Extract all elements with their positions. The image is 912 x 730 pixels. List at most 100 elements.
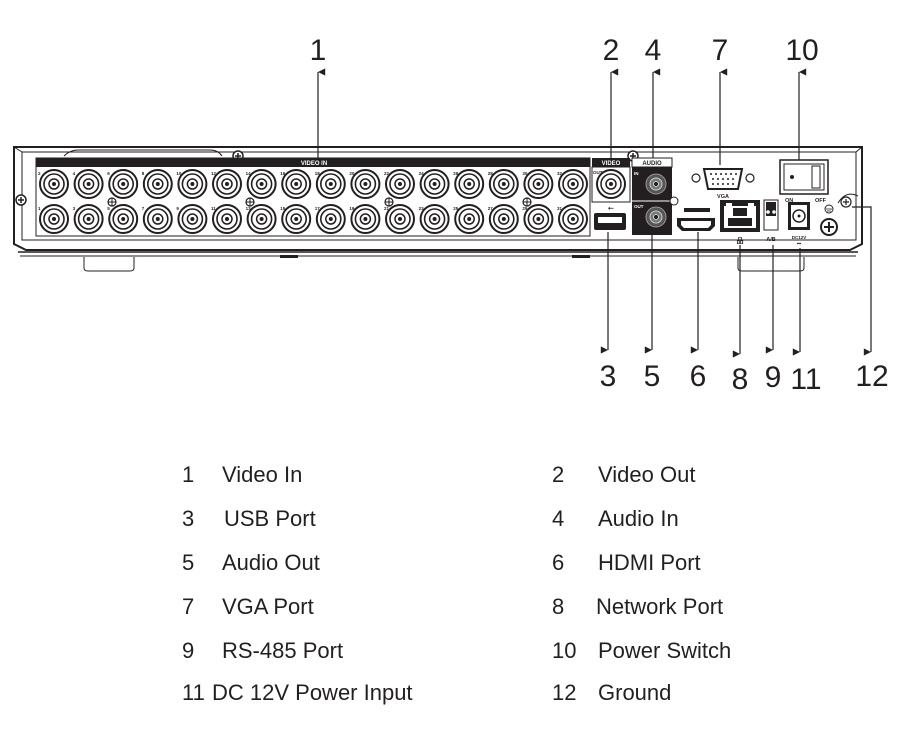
callout-5: 5	[644, 360, 661, 393]
bnc-video-input: 18	[315, 169, 346, 199]
bnc-video-input: 10	[176, 169, 208, 199]
svg-text:AUDIO: AUDIO	[642, 161, 662, 167]
bnc-video-input: 3	[73, 204, 104, 234]
bnc-channel-number: 22	[384, 171, 390, 176]
bnc-video-input: 26	[453, 169, 485, 199]
callout-8: 8	[732, 363, 749, 396]
svg-text:DC12V: DC12V	[792, 235, 807, 240]
callout-3: 3	[600, 360, 617, 393]
bnc-channel-number: 13	[246, 206, 252, 211]
bnc-channel-number: 3	[73, 206, 76, 211]
screw-icon	[522, 197, 532, 207]
bnc-video-input: 2	[38, 169, 69, 199]
svg-text:⎓: ⎓	[797, 241, 801, 247]
bnc-channel-number: 12	[211, 171, 217, 176]
screw-icon	[245, 197, 255, 207]
bnc-video-input: 22	[384, 169, 415, 199]
svg-text:OUT: OUT	[593, 170, 603, 175]
bnc-video-input: 16	[280, 169, 312, 199]
callout-11: 11	[790, 363, 821, 396]
bnc-video-input: 32	[557, 169, 588, 199]
bnc-video-input: 27	[488, 204, 519, 234]
callout-2: 2	[603, 34, 620, 67]
callout-6: 6	[690, 360, 707, 393]
bnc-video-input: 15	[280, 204, 312, 234]
bnc-channel-number: 29	[522, 206, 528, 211]
bnc-video-input: 5	[107, 204, 139, 234]
ground-icon	[824, 204, 834, 214]
bnc-video-input: 1	[38, 204, 69, 234]
screw-icon	[384, 197, 394, 207]
dc-power-input: DC12V ⎓	[788, 202, 810, 247]
bnc-video-input: 9	[176, 204, 208, 234]
video-in-label: VIDEO IN	[301, 161, 327, 167]
bnc-video-input: 20	[349, 169, 381, 199]
video-out-port: VIDEO OUT	[591, 158, 631, 203]
bnc-channel-number: 30	[522, 171, 528, 176]
bnc-channel-number: 2	[38, 171, 41, 176]
bnc-channel-number: 32	[557, 171, 563, 176]
ground-terminal	[820, 193, 859, 236]
bnc-channel-number: 5	[107, 206, 110, 211]
bnc-video-input: 8	[142, 169, 173, 199]
bnc-video-input: 4	[73, 169, 104, 199]
callout-1: 1	[310, 34, 327, 67]
svg-text:OUT: OUT	[634, 204, 644, 209]
bnc-video-input: 30	[522, 169, 554, 199]
audio-ports: AUDIO IN OUT	[631, 157, 679, 235]
bnc-channel-number: 4	[73, 171, 76, 176]
bnc-channel-number: 7	[142, 206, 145, 211]
bnc-video-input: 24	[419, 169, 450, 199]
bnc-channel-number: 31	[557, 206, 563, 211]
bnc-channel-number: 21	[384, 206, 390, 211]
bnc-video-input: 6	[107, 169, 139, 199]
bnc-video-input: 12	[211, 169, 242, 199]
bnc-video-input: 17	[315, 204, 346, 234]
usb-port: ⭠	[594, 205, 626, 230]
callout-4: 4	[645, 34, 662, 67]
bnc-video-input: 7	[142, 204, 173, 234]
svg-text:IN: IN	[634, 171, 639, 176]
network-port: 品	[720, 200, 760, 245]
bnc-channel-number: 17	[315, 206, 321, 211]
bnc-video-input: 13	[246, 204, 277, 234]
bnc-channel-number: 8	[142, 171, 145, 176]
bnc-channel-number: 1	[38, 206, 41, 211]
network-icon: 品	[737, 236, 744, 245]
svg-text:VIDEO: VIDEO	[602, 161, 621, 167]
bnc-video-input: 11	[211, 204, 242, 234]
screw-icon	[15, 194, 27, 206]
bnc-channel-number: 14	[246, 171, 252, 176]
bnc-video-input: 31	[557, 204, 588, 234]
hdmi-port	[677, 208, 715, 231]
bnc-video-input: 25	[453, 204, 485, 234]
rs485-port: A/B	[763, 199, 779, 243]
audio-out-jack	[645, 206, 667, 228]
bnc-channel-number: 15	[280, 206, 286, 211]
bnc-channel-number: 6	[107, 171, 110, 176]
callout-lines	[317, 68, 872, 358]
svg-text:ON: ON	[785, 198, 793, 204]
callout-numbers: 1 2 4 7 10 3 5 6 8 9 11 12	[310, 34, 889, 396]
bnc-video-input: 14	[246, 169, 277, 199]
bnc-channel-number: 26	[453, 171, 459, 176]
bnc-channel-number: 25	[453, 206, 459, 211]
bnc-channel-number: 18	[315, 171, 321, 176]
bnc-video-input: 28	[488, 169, 519, 199]
screw-icon	[107, 197, 117, 207]
audio-in-jack	[645, 173, 667, 195]
svg-text:VGA: VGA	[717, 194, 729, 200]
bnc-channel-number: 23	[419, 206, 425, 211]
callout-10: 10	[785, 34, 818, 67]
bnc-channel-number: 9	[176, 206, 179, 211]
svg-text:OFF: OFF	[815, 198, 827, 204]
power-switch: ON OFF	[779, 159, 829, 204]
bnc-channel-number: 20	[349, 171, 355, 176]
bnc-channel-number: 28	[488, 171, 494, 176]
bnc-channel-number: 24	[419, 171, 425, 176]
bnc-video-input: 21	[384, 204, 415, 234]
callout-7: 7	[712, 34, 729, 67]
bnc-video-input: 23	[419, 204, 450, 234]
